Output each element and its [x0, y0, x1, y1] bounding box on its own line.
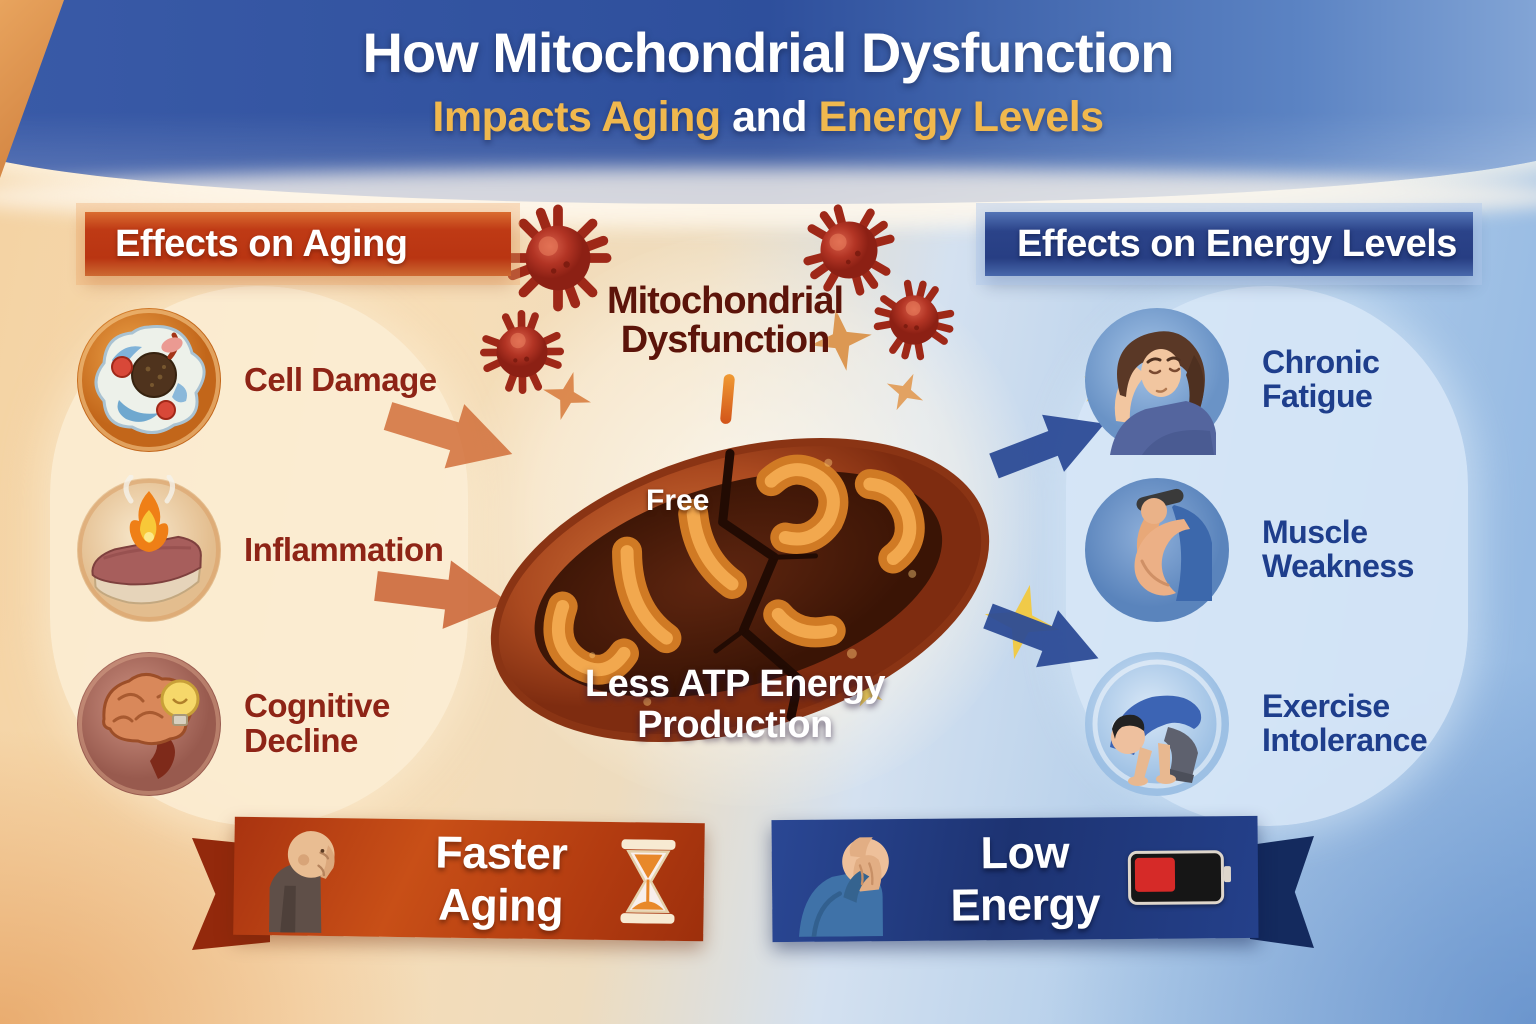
battery-charge-level: [1134, 857, 1175, 892]
page-title: How Mitochondrial Dysfunction Impacts Ag…: [0, 20, 1536, 142]
mitochondrial-dysfunction-label: Mitochondrial Dysfunction: [565, 282, 885, 360]
mito-label-line1: Mitochondrial: [606, 280, 844, 322]
title-impacts: Impacts: [432, 93, 592, 141]
battery-terminal: [1223, 866, 1232, 883]
brain-lightbulb-icon: [77, 652, 221, 796]
tired-woman-icon: [1085, 308, 1229, 455]
energy-item-muscle-weakness: Muscle Weakness: [1082, 468, 1470, 632]
item-label: Exercise Intolerance: [1262, 688, 1428, 758]
title-line-1: How Mitochondrial Dysfunction: [362, 21, 1175, 84]
exhausted-person-icon: [1085, 652, 1229, 796]
mito-label-line2: Dysfunction: [620, 318, 831, 361]
title-aging: Aging: [601, 93, 721, 141]
title-and: and: [732, 93, 808, 141]
energy-ribbon-tail: [1250, 836, 1314, 948]
title-line-2: Impacts Aging and Energy Levels: [0, 93, 1536, 142]
low-battery-icon: [1127, 850, 1232, 906]
energy-item-chronic-fatigue: Chronic Fatigue: [1082, 298, 1470, 462]
flexed-arm-icon: [1085, 478, 1229, 622]
title-energy: Energy Levels: [818, 93, 1104, 141]
less-atp-label: Less ATP Energy Production: [552, 663, 918, 747]
aging-item-cognitive-decline: Cognitive Decline: [74, 642, 474, 806]
item-label: Cell Damage: [244, 360, 437, 398]
damaged-cell-icon: [77, 308, 221, 452]
faster-aging-label: Faster Aging: [434, 826, 568, 932]
item-label: Inflammation: [244, 530, 444, 568]
low-energy-label: Low Energy: [950, 826, 1101, 931]
aging-item-cell-damage: Cell Damage: [74, 298, 474, 462]
free-radicals-label: Free: [646, 484, 710, 517]
low-energy-banner: Low Energy: [771, 815, 1259, 943]
energy-item-exercise-intolerance: Exercise Intolerance: [1082, 642, 1470, 806]
aging-item-inflammation: Inflammation: [74, 468, 474, 632]
faster-aging-banner: Faster Aging: [233, 816, 705, 942]
aging-section-header: Effects on Aging: [85, 212, 511, 276]
item-label: Muscle Weakness: [1262, 514, 1414, 584]
slumped-man-icon: [798, 837, 889, 938]
atp-line1: Less ATP Energy: [584, 663, 886, 705]
item-label: Cognitive Decline: [244, 687, 390, 759]
atp-line2: Production: [637, 704, 833, 747]
damaged-mitochondrion-illustration: [490, 437, 990, 743]
item-label: Chronic Fatigue: [1262, 344, 1380, 414]
elderly-man-icon: [269, 831, 335, 933]
inflamed-tissue-flame-icon: [77, 475, 221, 622]
energy-section-header: Effects on Energy Levels: [985, 212, 1473, 276]
hourglass-icon: [620, 839, 676, 924]
